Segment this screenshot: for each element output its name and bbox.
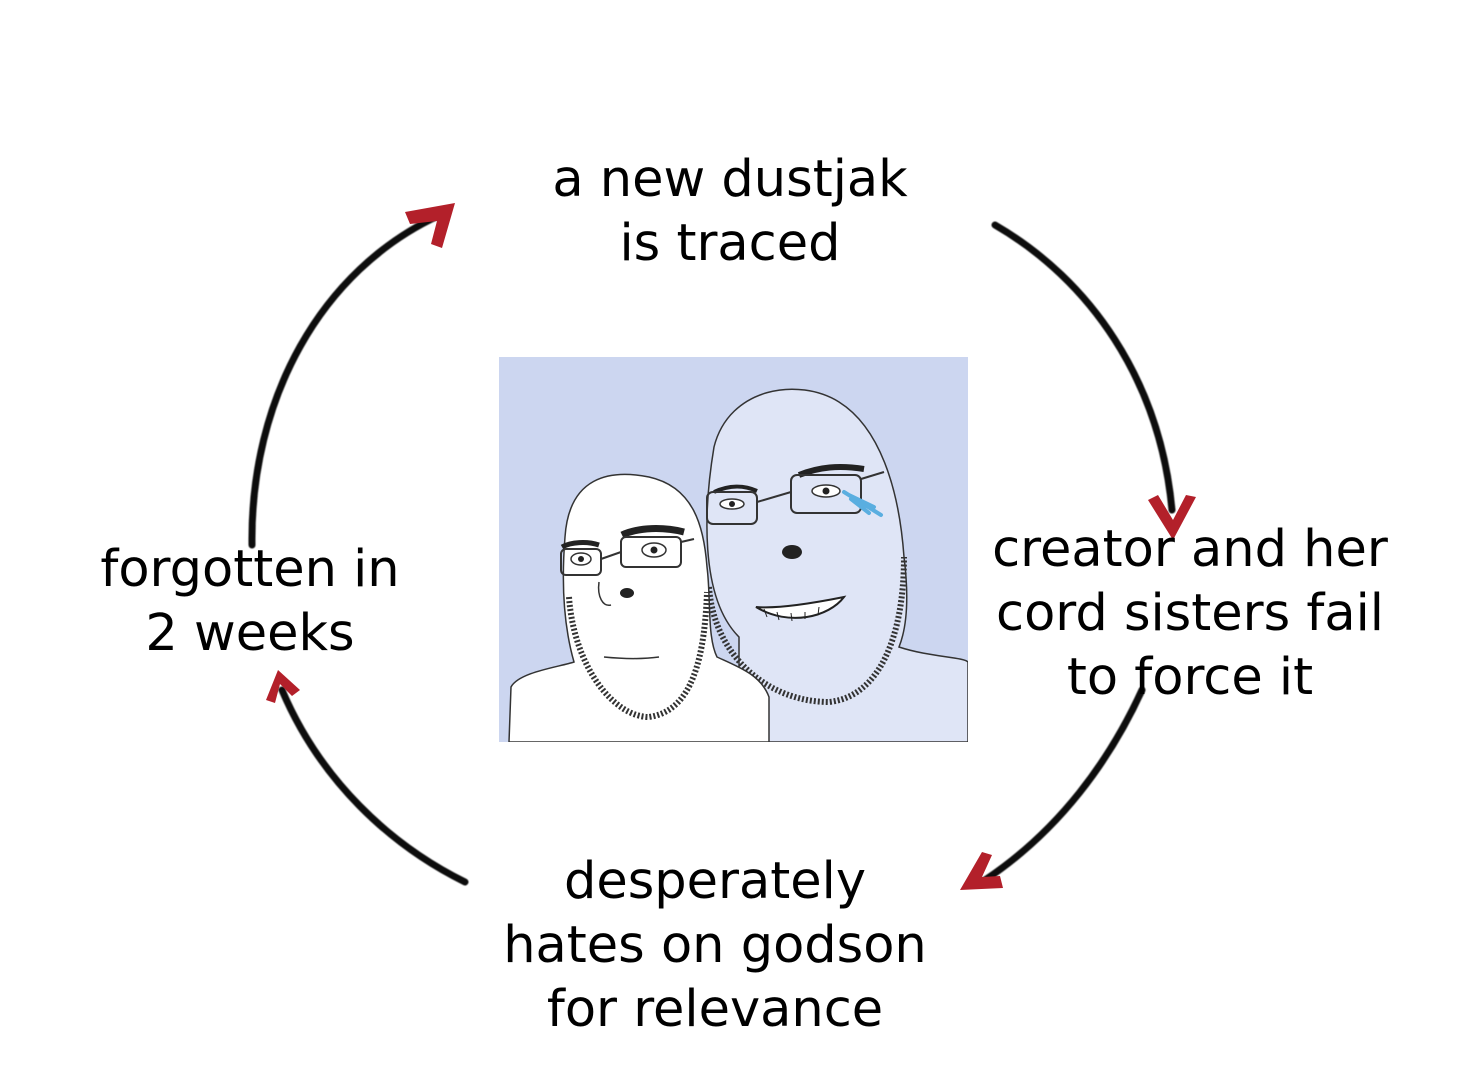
step-text-line: a new dustjak: [552, 150, 908, 209]
arrow-right-to-bottom: [960, 686, 1146, 890]
step-text-line: is traced: [619, 214, 841, 273]
step-text-line: cord sisters fail: [996, 584, 1384, 643]
step-text-line: creator and her: [992, 520, 1388, 579]
arrowhead-up-icon: [266, 670, 300, 703]
arrowhead-up-right-icon: [405, 203, 455, 248]
step-text-line: 2 weeks: [145, 604, 355, 663]
step-label-right: creator and her cord sisters fail to for…: [960, 518, 1420, 710]
tear-icon: [842, 490, 883, 517]
step-text-line: hates on godson: [503, 916, 927, 975]
arrowhead-down-icon: [1148, 495, 1196, 540]
step-text-line: desperately: [563, 852, 866, 911]
left-face-figure: [508, 473, 770, 742]
arrow-top-to-right: [991, 221, 1196, 540]
wojak-illustration: [499, 357, 968, 742]
right-face-figure: [706, 388, 968, 742]
arrow-left-to-top: [248, 203, 455, 549]
step-label-left: forgotten in 2 weeks: [60, 538, 440, 666]
step-text-line: forgotten in: [100, 540, 400, 599]
arrow-bottom-to-left: [266, 670, 469, 886]
arrowhead-down-left-icon: [960, 852, 1003, 890]
step-text-line: to force it: [1066, 648, 1314, 707]
step-label-top: a new dustjak is traced: [480, 148, 980, 276]
step-label-bottom: desperately hates on godson for relevanc…: [460, 850, 970, 1042]
step-text-line: for relevance: [546, 980, 884, 1039]
